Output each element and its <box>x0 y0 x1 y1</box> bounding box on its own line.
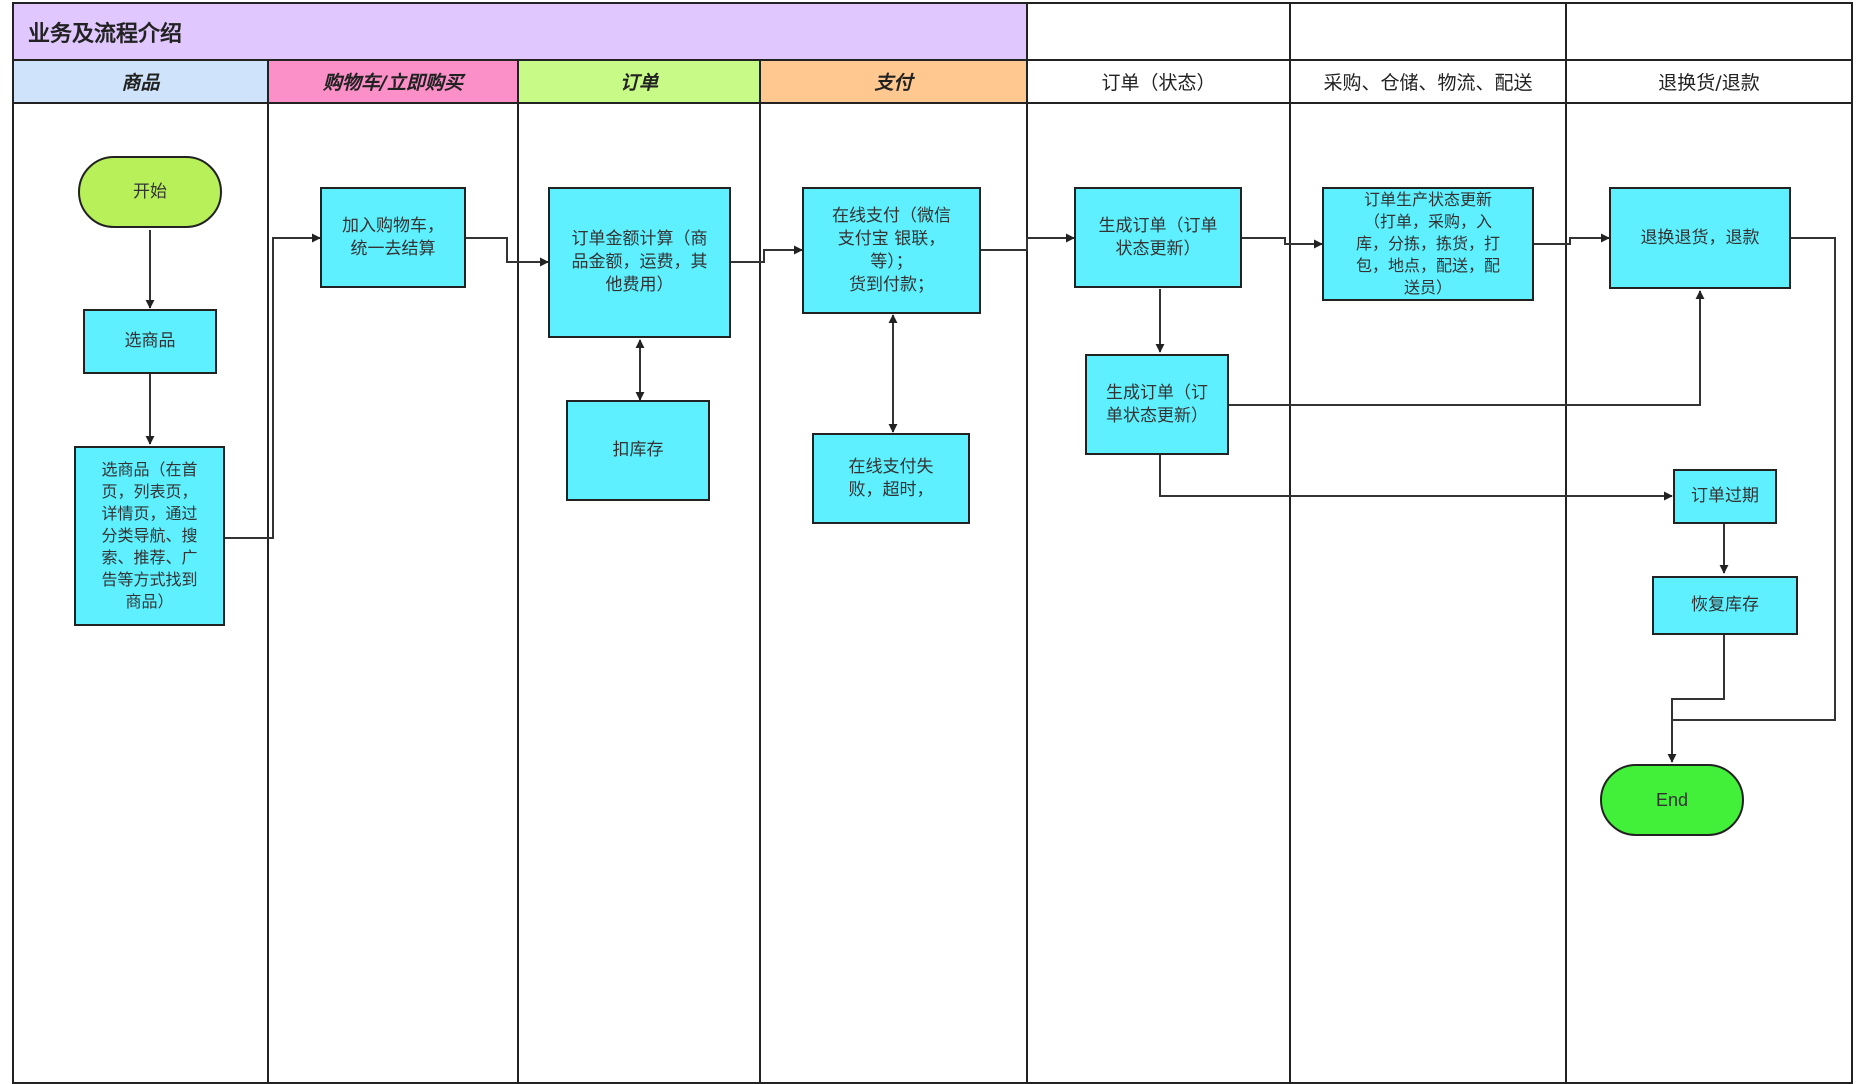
arrow-detail-to-cart <box>225 233 321 539</box>
add-to-cart-node: 加入购物车， 统一去结算 <box>320 187 466 288</box>
arrow-production-to-return <box>1534 233 1610 245</box>
arrow-order-to-pay <box>731 245 803 263</box>
arrow-cart-to-order <box>466 237 549 267</box>
title-background <box>13 3 1027 60</box>
generate-order-node-2: 生成订单（订 单状态更新） <box>1085 354 1229 455</box>
lane-header-cart: 购物车/立即购买 <box>323 72 463 94</box>
arrow-pay-to-gen-order <box>981 233 1075 251</box>
lane-header-logistics: 采购、仓储、物流、配送 <box>1323 72 1533 94</box>
arrow-gen-order-to-production <box>1242 237 1323 249</box>
lane-header-order-status: 订单（状态） <box>1101 72 1216 94</box>
lane-header-background <box>1290 60 1566 103</box>
diagram-frame <box>12 2 1853 1084</box>
lane-header-payment: 支付 <box>874 72 913 94</box>
payment-failed-node: 在线支付失 败，超时， <box>812 433 970 524</box>
restore-stock-node: 恢复库存 <box>1652 576 1798 635</box>
arrow-return-to-end <box>1672 237 1836 721</box>
order-production-node: 订单生产状态更新 （打单，采购，入 库，分拣，拣货，打 包，地点，配送，配 送员… <box>1322 187 1534 301</box>
return-refund-node: 退换退货，退款 <box>1609 187 1791 289</box>
lane-header-background <box>760 60 1027 103</box>
select-goods-detail-node: 选商品（在首 页，列表页， 详情页，通过 分类导航、搜 索、推荐、广 告等方式找… <box>74 446 225 626</box>
lane-header-background <box>518 60 760 103</box>
lane-header-background <box>1027 60 1290 103</box>
arrow-gen-order-2-to-return <box>1229 290 1705 406</box>
deduct-stock-node: 扣库存 <box>566 400 710 501</box>
lane-header-returns: 退换货/退款 <box>1658 72 1760 94</box>
lane-header-background <box>1566 60 1852 103</box>
generate-order-node-1: 生成订单（订单 状态更新） <box>1074 187 1242 288</box>
lane-header-background <box>13 60 268 103</box>
diagram-title: 业务及流程介绍 <box>28 21 183 47</box>
lane-header-order: 订单 <box>619 72 658 94</box>
arrow-restore-to-end <box>1667 635 1725 763</box>
select-goods-node: 选商品 <box>83 309 217 374</box>
order-expired-node: 订单过期 <box>1673 469 1777 524</box>
lane-header-background <box>268 60 518 103</box>
online-payment-node: 在线支付（微信 支付宝 银联， 等）； 货到付款； <box>802 187 981 314</box>
order-amount-node: 订单金额计算（商 品金额，运费，其 他费用） <box>548 187 731 338</box>
end-node: End <box>1600 764 1744 836</box>
start-node: 开始 <box>78 156 222 228</box>
arrow-gen-order-2-to-expired <box>1159 455 1673 501</box>
lane-header-goods: 商品 <box>121 72 160 94</box>
